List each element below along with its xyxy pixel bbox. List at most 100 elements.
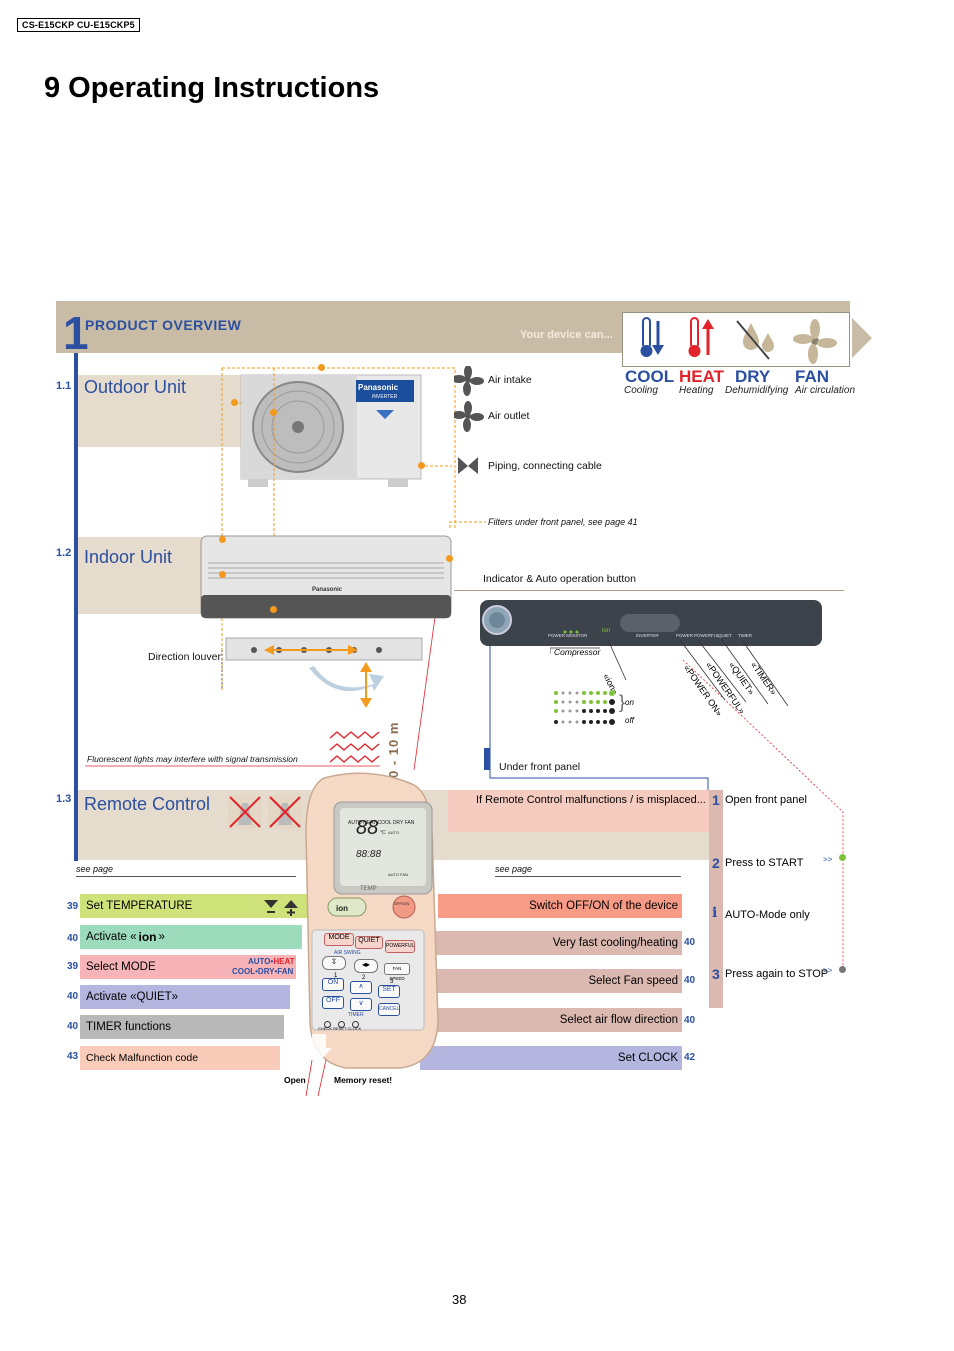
indoor-brand: Panasonic [312, 587, 343, 593]
label-air-intake: Air intake [488, 374, 532, 386]
row-set-temperature[interactable]: Set TEMPERATURE [80, 894, 308, 918]
row-check-malfunction[interactable]: Check Malfunction code [80, 1046, 280, 1070]
ion-logo: ion [138, 930, 157, 944]
mode-icons-box [622, 312, 850, 367]
mode-dry-desc: Dehumidifying [725, 385, 789, 396]
panel-power: POWER [676, 633, 694, 638]
model-number: CS-E15CKP CU-E15CKP5 [17, 18, 140, 32]
air-intake-icon [454, 366, 484, 396]
lcd-auto-fan: AUTO FAN [388, 872, 408, 877]
timer-up-button[interactable]: ∧ [350, 981, 372, 994]
reset-button[interactable] [338, 1021, 345, 1028]
see-page-left-line [76, 876, 296, 877]
piping-icon [458, 457, 478, 474]
row-label: Set TEMPERATURE [86, 900, 193, 912]
row-fan-speed[interactable]: Select Fan speed [428, 969, 682, 993]
check-reset-clock-labels: CHECK RESET CLOCK [318, 1026, 362, 1031]
clock-button[interactable] [352, 1021, 359, 1028]
mode-hint-auto: AUTO• [248, 957, 274, 966]
panel-ion: ion [602, 628, 611, 634]
step-2-dot [839, 854, 846, 861]
indicator-leader-lines [550, 640, 789, 714]
outdoor-icons [454, 366, 484, 474]
row-label-end: » [158, 931, 165, 943]
panel-power-monitor: POWER MONITOR [548, 633, 588, 638]
mode-button[interactable]: MODE [324, 933, 354, 946]
check-button[interactable] [324, 1021, 331, 1028]
row-air-flow[interactable]: Select air flow direction [424, 1008, 682, 1032]
ion-button-label: ion [336, 904, 348, 913]
air-swing-horizontal-button[interactable]: ◂▸ [354, 959, 378, 973]
under-panel-label: Under front panel [499, 761, 581, 773]
lcd-mode-row: AUTO HEAT COOL DRY FAN [348, 820, 415, 826]
mode-cool-label: COOL [625, 367, 675, 386]
panel-timer: TIMER [738, 633, 752, 638]
page-number: 38 [452, 1292, 467, 1307]
compressor-off: off [625, 716, 634, 725]
row-label: Select Fan speed [588, 975, 678, 987]
louver-label: Direction louver [148, 651, 221, 663]
row-label: Switch OFF/ON of the device [529, 900, 678, 912]
row-switch-off-on[interactable]: Switch OFF/ON of the device [438, 894, 682, 918]
outdoor-brand-sub: INVERTER [372, 394, 398, 400]
open-arrow-icon [306, 1034, 332, 1062]
filters-note: Filters under front panel, see page 41 [488, 517, 638, 527]
compressor-label: Compressor [554, 647, 601, 657]
outdoor-brand: Panasonic [358, 383, 399, 392]
dot-indoor-1 [219, 536, 226, 543]
dot-indoor-4 [446, 555, 453, 562]
row-timer-functions[interactable]: TIMER functions [80, 1015, 284, 1039]
see-page-right: see page [495, 864, 533, 874]
interference-icon [329, 731, 380, 763]
page-title: 9 Operating Instructions [44, 72, 380, 104]
compressor-dots [554, 690, 615, 714]
powerful-button[interactable]: POWERFUL [385, 940, 415, 953]
dot-outdoor-4 [318, 364, 325, 371]
dot-outdoor-3 [418, 462, 425, 469]
fan-speed-button[interactable]: FAN SPEED [384, 963, 410, 981]
left-row-page-2: 40 [67, 933, 79, 944]
step-info-num: i [712, 905, 718, 921]
dot-indoor-3 [270, 606, 277, 613]
mode-hint-heat: HEAT [273, 957, 295, 966]
quiet-button[interactable]: QUIET [355, 936, 383, 949]
air-outlet-icon [454, 401, 484, 432]
row-label: Very fast cooling/heating [552, 937, 678, 949]
row-activate-ion[interactable]: Activate «ion» [80, 925, 302, 949]
mode-dry-label: DRY [735, 367, 771, 386]
right-row-page-3: 40 [684, 975, 696, 986]
indicator-underline [454, 590, 844, 591]
mode-heat-desc: Heating [679, 385, 714, 396]
malfunction-bg [448, 790, 718, 832]
timer-down-button[interactable]: ∨ [350, 998, 372, 1011]
row-activate-quiet[interactable]: Activate «QUIET» [80, 985, 290, 1009]
compressor-on: on [625, 698, 634, 707]
timer-set-button[interactable]: SET [378, 985, 400, 998]
remote-number: 1.3 [56, 793, 72, 805]
row-set-clock[interactable]: Set CLOCK [420, 1046, 682, 1070]
right-row-page-5: 42 [684, 1052, 696, 1063]
step-1-num: 1 [712, 792, 720, 808]
mode-fan-label: FAN [795, 367, 829, 386]
left-row-page-3: 39 [67, 961, 79, 972]
timer-off-button[interactable]: OFF [322, 996, 344, 1009]
panel-inverter: INVERTER [636, 633, 659, 638]
temp-arrows-icon [264, 900, 298, 916]
outdoor-section-bg [78, 375, 242, 447]
steps-bar [709, 790, 723, 1008]
left-row-page-1: 39 [67, 901, 79, 912]
louver-image [225, 637, 423, 708]
label-piping: Piping, connecting cable [488, 460, 602, 472]
row-fast-cooling[interactable]: Very fast cooling/heating [432, 931, 682, 955]
row-label: Set CLOCK [617, 1052, 678, 1064]
row-select-mode[interactable]: Select MODE [80, 955, 296, 979]
step-2-text: Press to START [725, 857, 804, 869]
timer-cancel-button[interactable]: CANCEL [378, 1003, 400, 1016]
row-label: Activate « [86, 931, 137, 943]
timer-on-button[interactable]: ON [322, 978, 344, 991]
mode-fan-desc: Air circulation [795, 385, 856, 396]
dot-outdoor-2 [270, 409, 277, 416]
lcd-unit: °C [380, 830, 386, 836]
air-swing-vertical-button[interactable]: ⇳ [322, 956, 346, 970]
